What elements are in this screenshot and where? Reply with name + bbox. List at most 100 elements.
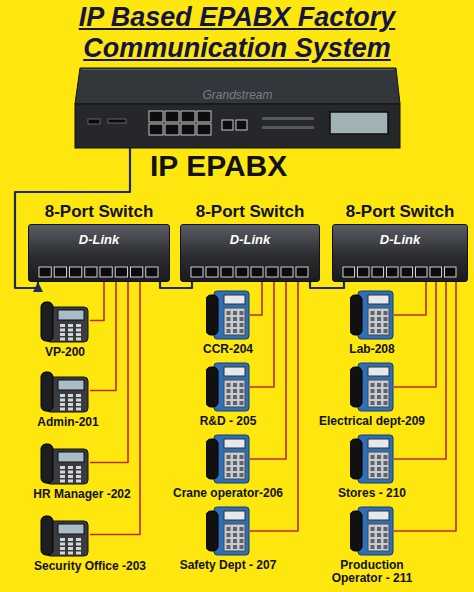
keypad-key [227, 317, 231, 321]
phone-display [368, 295, 389, 304]
keypad-key [68, 466, 73, 469]
phone-screen [58, 452, 84, 462]
keypad-key [240, 527, 244, 531]
phone-body [358, 507, 393, 555]
switch-body: D-Link [28, 224, 170, 282]
keypad-key [233, 467, 237, 471]
switch-body: D-Link [332, 224, 468, 282]
rj45-port [401, 267, 413, 277]
phone-body [358, 363, 393, 411]
keypad-key [227, 461, 231, 465]
rj45-port [251, 267, 263, 277]
keypad-key [377, 401, 381, 405]
keypad-key [240, 383, 244, 387]
phone-body [358, 291, 393, 339]
telephone-icon [40, 440, 90, 485]
telephone-icon [40, 368, 90, 413]
keypad-key [384, 467, 388, 471]
brand-logo: D-Link [181, 225, 319, 247]
telephone: Admin-201 [40, 368, 90, 413]
lan-ports [148, 110, 212, 136]
keypad-key [233, 539, 237, 543]
phone-display [224, 439, 245, 448]
phone-display [224, 295, 245, 304]
device-label: IP EPABX [150, 150, 287, 182]
keypad-key [384, 539, 388, 543]
keypad-plate [368, 452, 389, 479]
telephone-icon [350, 434, 394, 484]
device-front-panel [75, 104, 400, 148]
keypad-key [227, 539, 231, 543]
keypad-key [384, 533, 388, 537]
phone-handset [206, 367, 218, 407]
keypad-key [227, 323, 231, 327]
keypad-key [377, 527, 381, 531]
telephone-icon [350, 290, 394, 340]
diagram-title: IP Based EPABX Factory Communication Sys… [57, 2, 417, 64]
phone-handset [350, 511, 362, 551]
telephone: Crane operator-206 [206, 434, 250, 484]
keypad-key [240, 329, 244, 333]
keypad-key [68, 538, 73, 541]
keypad-key [233, 311, 237, 315]
keypad-key [76, 547, 81, 550]
telephone-icon [350, 506, 394, 556]
keypad-key [371, 473, 375, 477]
keypad-key [68, 333, 73, 336]
keypad-plate [224, 308, 245, 335]
keypad-key [377, 395, 381, 399]
epabx-device: GrandstreamIP EPABX [75, 68, 400, 148]
device-top-face [75, 68, 400, 104]
keypad-key [384, 461, 388, 465]
keypad-key [371, 467, 375, 471]
rj45-port [70, 267, 82, 277]
phone-handset [41, 516, 53, 555]
keypad-key [227, 401, 231, 405]
keypad-key [233, 323, 237, 327]
keypad-key [76, 543, 81, 546]
keypad-key [371, 455, 375, 459]
keypad-key [384, 545, 388, 549]
rj45-port [358, 267, 370, 277]
phone-body [358, 435, 393, 483]
network-cable [250, 282, 286, 459]
switch-ports [38, 266, 160, 278]
network-cable [250, 282, 262, 315]
telephone-icon [206, 290, 250, 340]
keypad-key [377, 533, 381, 537]
telephone-icon [40, 298, 90, 343]
keypad-key [233, 545, 237, 549]
keypad-key [227, 467, 231, 471]
keypad-key [371, 539, 375, 543]
usb-slot [88, 119, 100, 124]
keypad-plate [368, 380, 389, 407]
switch-heading: 8-Port Switch [180, 202, 320, 222]
rj45-port [146, 267, 158, 277]
network-cable [250, 282, 274, 387]
telephone: VP-200 [40, 298, 90, 343]
sd-slot [108, 119, 126, 123]
network-cable [90, 282, 128, 463]
keypad-key [76, 403, 81, 406]
keypad-key [68, 408, 73, 411]
keypad-key [68, 394, 73, 397]
telephone-icon [350, 362, 394, 412]
network-cable [394, 282, 426, 315]
switch-heading: 8-Port Switch [28, 202, 170, 222]
rj45-port [191, 267, 203, 277]
phone-display [368, 439, 389, 448]
phone-handset [206, 439, 218, 479]
brand-logo: Grandstream [75, 68, 400, 102]
keypad-key [233, 395, 237, 399]
keypad-key [240, 539, 244, 543]
keypad-key [68, 552, 73, 555]
phone-label: Security Office -203 [34, 560, 146, 573]
telephone: Lab-208 [350, 290, 394, 340]
phone-body [214, 507, 249, 555]
keypad-key [384, 527, 388, 531]
network-switch: 8-Port SwitchD-Link [28, 202, 170, 282]
rj45-port [85, 267, 97, 277]
keypad-key [233, 455, 237, 459]
keypad-key [76, 466, 81, 469]
